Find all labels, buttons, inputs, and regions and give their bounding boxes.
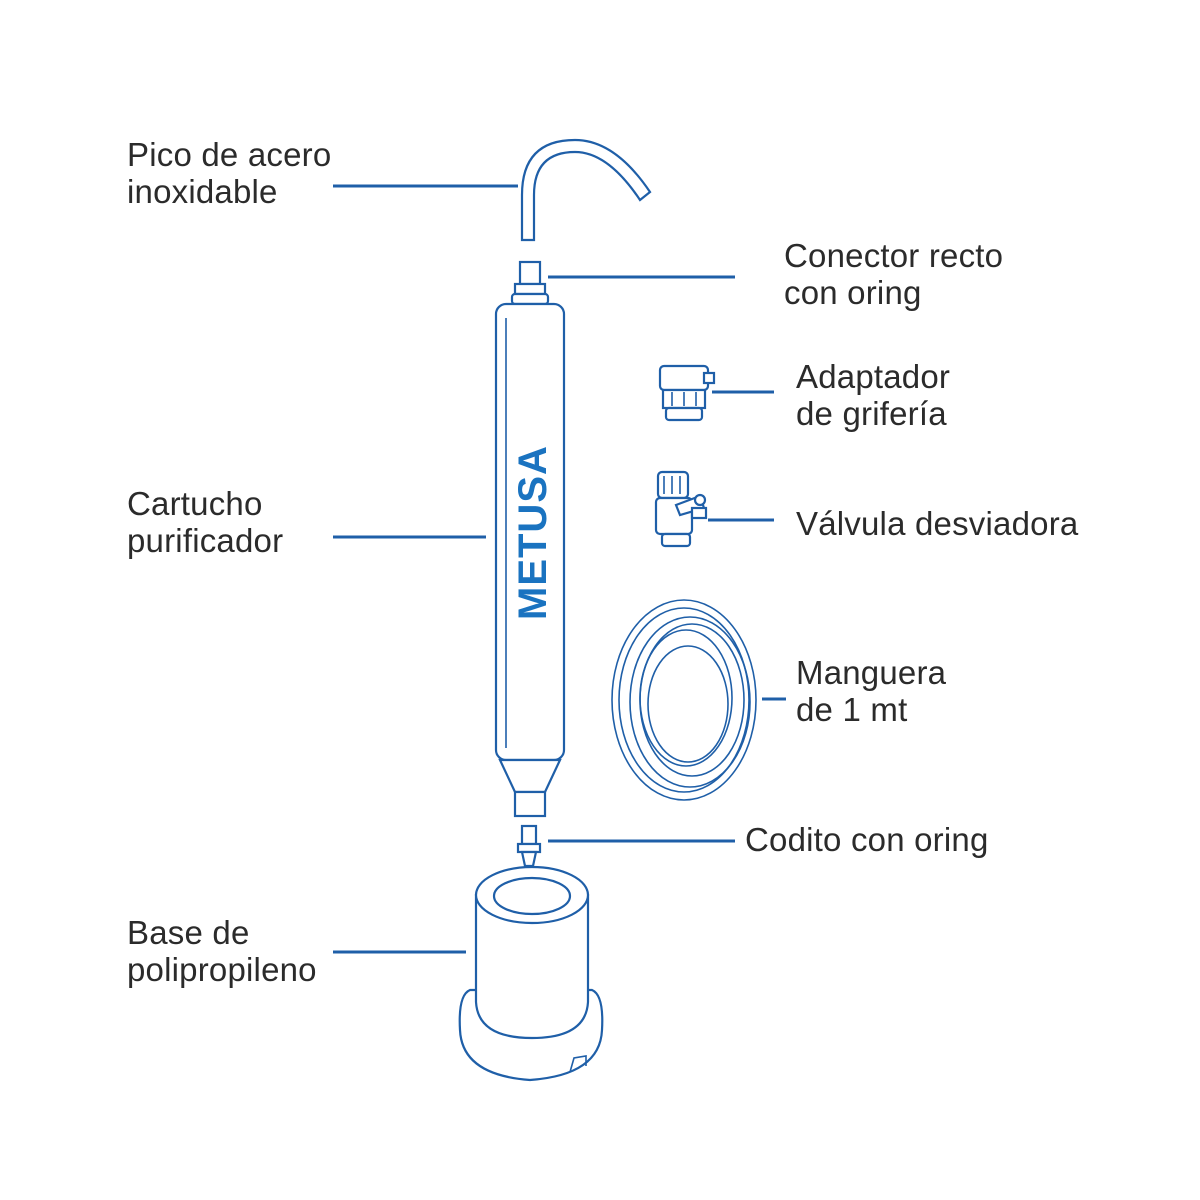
label-hose-line1: Manguera xyxy=(796,654,947,691)
spout-drawing xyxy=(520,138,652,242)
label-hose: Manguera de 1 mt xyxy=(796,654,946,728)
label-elbow: Codito con oring xyxy=(745,821,989,858)
base-drawing xyxy=(458,865,604,1082)
label-spout-line2: inoxidable xyxy=(127,173,278,210)
label-adapter-line1: Adaptador xyxy=(796,358,951,395)
label-adapter: Adaptador de grifería xyxy=(796,358,950,432)
label-cartridge: Cartucho purificador xyxy=(127,485,283,559)
label-connector-line2: con oring xyxy=(784,274,922,311)
label-spout: Pico de acero inoxidable xyxy=(127,136,331,210)
label-valve: Válvula desviadora xyxy=(796,505,1078,542)
label-elbow-line1: Codito con oring xyxy=(745,821,989,858)
label-spout-line1: Pico de acero xyxy=(127,136,332,173)
hose-coil-drawing xyxy=(611,599,757,801)
label-valve-line1: Válvula desviadora xyxy=(796,505,1079,542)
straight-connector-drawing xyxy=(510,260,550,306)
label-cartridge-line1: Cartucho xyxy=(127,485,263,522)
diverter-valve-drawing xyxy=(654,470,708,548)
cartridge-drawing: METUSA xyxy=(494,302,566,818)
label-cartridge-line2: purificador xyxy=(127,522,284,559)
label-base-line1: Base de xyxy=(127,914,250,951)
label-base: Base de polipropileno xyxy=(127,914,317,988)
faucet-adapter-drawing xyxy=(658,364,716,422)
label-hose-line2: de 1 mt xyxy=(796,691,908,728)
label-base-line2: polipropileno xyxy=(127,951,317,988)
elbow-drawing xyxy=(516,824,542,868)
leader-lines xyxy=(333,184,786,954)
label-connector-line1: Conector recto xyxy=(784,237,1004,274)
brand-logo-text: METUSA xyxy=(511,445,555,620)
label-connector: Conector recto con oring xyxy=(784,237,1003,311)
label-adapter-line2: de grifería xyxy=(796,395,947,432)
